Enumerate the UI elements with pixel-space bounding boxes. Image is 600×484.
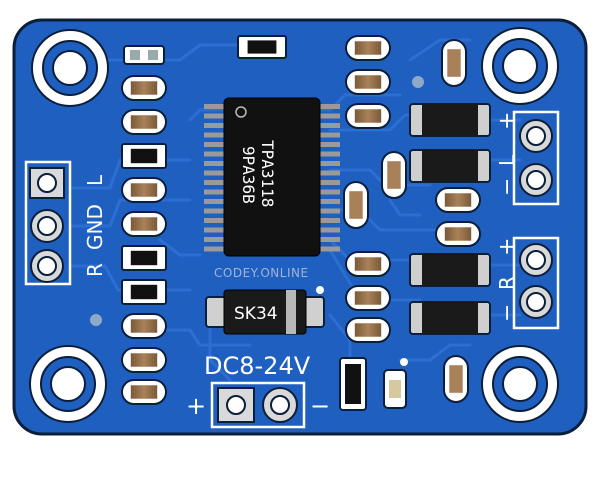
resistor (121, 143, 167, 169)
input-header (24, 160, 72, 286)
capacitor (345, 317, 391, 343)
chip-pin (204, 104, 226, 109)
power-capacitor (409, 253, 491, 287)
power-capacitor (409, 103, 491, 137)
capacitor (343, 181, 369, 229)
chip-pin (318, 199, 340, 204)
capacitor (121, 347, 167, 373)
chip-label-line1: TPA3118 (258, 140, 277, 207)
chip-pin (318, 113, 340, 119)
diode-label: SK34 (234, 304, 278, 324)
capacitor (345, 103, 391, 129)
chip-pin (204, 218, 226, 223)
chip-pin (318, 237, 340, 242)
power-minus: − (310, 392, 330, 420)
power-capacitor (409, 301, 491, 335)
power-header (210, 381, 306, 429)
chip-pin (318, 132, 340, 138)
fiducial-dot (90, 314, 102, 326)
small-capacitor (123, 45, 165, 65)
output-header-right (512, 236, 560, 330)
chip-pin (318, 123, 340, 128)
chip-label-line2: 9PA36B (239, 146, 258, 204)
fiducial-dot (412, 76, 424, 88)
chip-pin (204, 142, 226, 147)
bottom-resistor (339, 357, 367, 411)
capacitor (121, 109, 167, 135)
output-left-minus: − (495, 178, 520, 196)
chip-pin (318, 151, 340, 157)
power-plus: + (186, 392, 206, 420)
chip-pin (204, 208, 226, 214)
power-capacitor (409, 149, 491, 183)
mounting-hole-bottom-right (481, 345, 559, 423)
output-header-left (512, 110, 560, 206)
capacitor (121, 313, 167, 339)
capacitor (121, 75, 167, 101)
input-label-l: L (83, 174, 107, 186)
left-component-column (121, 45, 167, 405)
resistor (121, 279, 167, 305)
chip-pin (318, 208, 340, 214)
chip-pin (204, 246, 226, 252)
chip-pin (204, 199, 226, 204)
chip-pin (204, 180, 226, 185)
output-right-minus: − (495, 304, 520, 322)
capacitor (121, 379, 167, 405)
chip-pin (318, 170, 340, 176)
chip-pin (318, 161, 340, 166)
chip-pin (318, 189, 340, 195)
chip-pin (204, 123, 226, 128)
mounting-hole-bottom-left (29, 345, 107, 423)
chip-pin (318, 227, 340, 233)
mounting-hole-top-right (481, 27, 559, 105)
chip-pin (318, 218, 340, 223)
capacitor (121, 211, 167, 237)
capacitor (121, 177, 167, 203)
capacitor (435, 221, 481, 247)
capacitor (345, 35, 391, 61)
fiducial-dot (400, 358, 408, 366)
fiducial-dot (316, 286, 324, 294)
chip-pin (318, 142, 340, 147)
middle-component-group (237, 35, 481, 403)
capacitor (443, 355, 469, 403)
input-label-r: R (83, 263, 107, 277)
tpa3118-chip: TPA3118 9PA36B (204, 97, 340, 257)
chip-pin (204, 113, 226, 119)
bottom-led (383, 369, 407, 409)
capacitor (435, 187, 481, 213)
chip-pin (204, 151, 226, 157)
resistor (121, 245, 167, 271)
watermark: CODEY.ONLINE (214, 266, 309, 280)
chip-pin (204, 170, 226, 176)
sk34-diode: SK34 (205, 289, 325, 335)
resistor (237, 35, 287, 59)
input-label-gnd: GND (83, 204, 107, 250)
capacitor (345, 251, 391, 277)
output-right-letter: R (495, 276, 519, 290)
mounting-hole-top-left (31, 29, 109, 107)
capacitor (345, 285, 391, 311)
output-right-plus: + (495, 238, 520, 256)
chip-pin (204, 189, 226, 195)
chip-pins (204, 104, 340, 252)
chip-pin (318, 180, 340, 185)
power-label: DC8-24V (204, 352, 311, 380)
output-left-plus: + (495, 112, 520, 130)
chip-pin (204, 132, 226, 138)
chip-pin (204, 161, 226, 166)
chip-pin (318, 104, 340, 109)
output-left-letter: L (495, 154, 519, 166)
capacitor (381, 151, 407, 199)
capacitor (441, 39, 467, 87)
chip-pin (318, 246, 340, 252)
chip-pin (204, 227, 226, 233)
chip-pin (204, 237, 226, 242)
capacitor (345, 69, 391, 95)
right-large-capacitors (409, 103, 491, 335)
